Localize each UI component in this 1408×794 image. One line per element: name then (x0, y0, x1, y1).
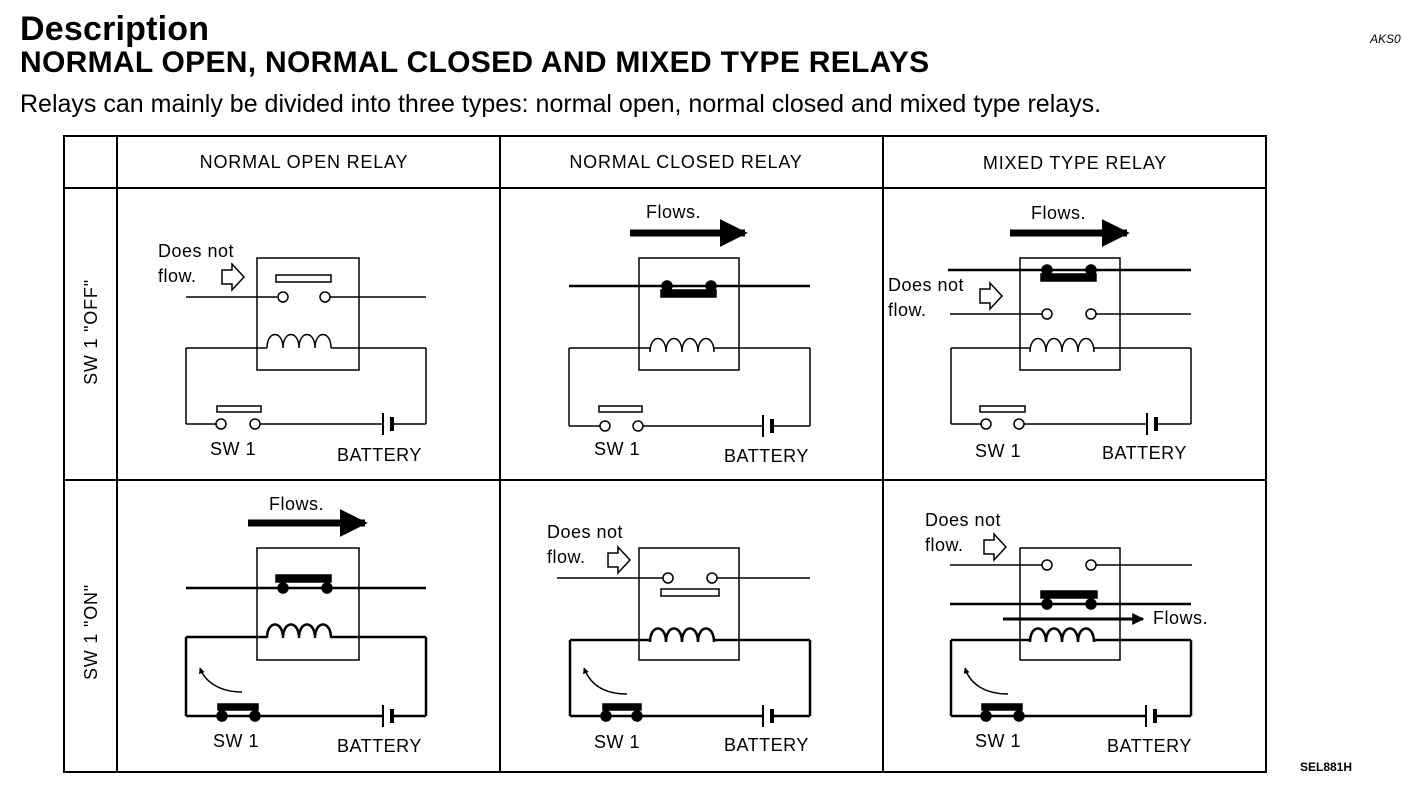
cell-normal-closed-off (568, 257, 811, 437)
label-battery: BATTERY (724, 446, 809, 466)
column-header-normal-closed: NORMAL CLOSED RELAY (569, 152, 802, 172)
cell-normal-open-off (185, 257, 427, 435)
label-sw1: SW 1 (594, 732, 640, 752)
label-sw1: SW 1 (975, 441, 1021, 461)
label-does-not-flow: flow. (158, 266, 197, 286)
label-does-not-flow: flow. (547, 547, 586, 567)
row-header-sw1-off: SW 1 "OFF" (81, 279, 101, 385)
figure-code: SEL881H (1300, 760, 1353, 774)
page-title: Description (20, 10, 210, 48)
label-battery: BATTERY (337, 445, 422, 465)
table-grid (63, 135, 1267, 773)
label-sw1: SW 1 (975, 731, 1021, 751)
label-sw1: SW 1 (213, 731, 259, 751)
current-arrow (963, 667, 1009, 695)
label-battery: BATTERY (337, 736, 422, 756)
label-does-not-flow: flow. (888, 300, 927, 320)
intro-text: Relays can mainly be divided into three … (20, 90, 1102, 118)
label-does-not-flow: Does not (888, 275, 964, 295)
label-does-not-flow: Does not (158, 241, 234, 261)
label-flows: Flows. (269, 494, 324, 514)
label-sw1: SW 1 (594, 439, 640, 459)
label-flows: Flows. (1031, 203, 1086, 223)
figure-code-top: AKS0 (1370, 32, 1401, 46)
column-header-mixed-type: MIXED TYPE RELAY (983, 153, 1167, 173)
row-header-sw1-on: SW 1 "ON" (81, 584, 101, 680)
cell-normal-closed-on (557, 545, 812, 727)
cell-mixed-type-off (948, 257, 1192, 435)
label-sw1: SW 1 (210, 439, 256, 459)
label-flows: Flows. (1153, 608, 1208, 628)
page-subtitle: NORMAL OPEN, NORMAL CLOSED AND MIXED TYP… (20, 46, 930, 79)
cell-normal-open-on (184, 547, 428, 727)
label-does-not-flow: flow. (925, 535, 964, 555)
label-battery: BATTERY (1102, 443, 1187, 463)
label-does-not-flow: Does not (547, 522, 623, 542)
column-header-normal-open: NORMAL OPEN RELAY (200, 152, 409, 172)
label-flows: Flows. (646, 202, 701, 222)
current-arrow (198, 667, 243, 693)
label-battery: BATTERY (724, 735, 809, 755)
label-does-not-flow: Does not (925, 510, 1001, 530)
current-arrow (583, 667, 628, 695)
label-battery: BATTERY (1107, 736, 1192, 756)
cell-mixed-type-on (949, 532, 1193, 727)
